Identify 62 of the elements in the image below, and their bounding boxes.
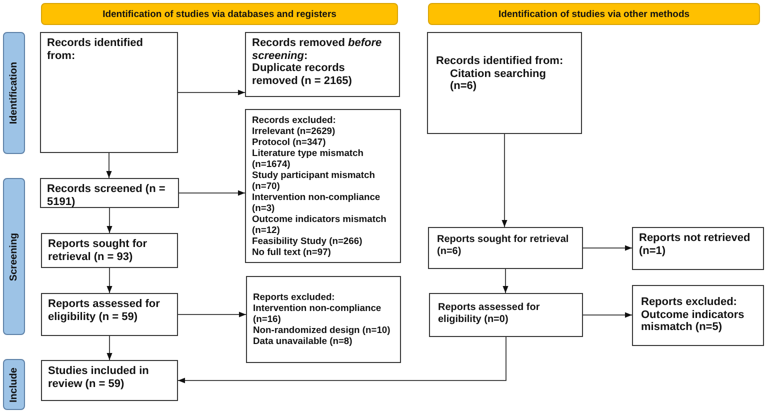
arrow xyxy=(582,245,632,251)
arrow xyxy=(502,268,508,294)
box-text: Literature type mismatch (n=1674) xyxy=(252,147,364,169)
flow-box xyxy=(41,360,178,401)
box-text: Records excluded: xyxy=(252,114,337,125)
box-text: Protocol (n=347) xyxy=(252,136,327,147)
flow-box xyxy=(245,32,400,97)
flow-box xyxy=(245,109,401,263)
box-text: Reports excluded: xyxy=(253,291,336,302)
box-text: Outcome indicators mismatch (n=5) xyxy=(641,308,746,334)
box-text: Non-randomized design (n=10) xyxy=(253,324,392,335)
flow-box xyxy=(429,293,583,337)
arrow xyxy=(502,134,508,228)
stage-label: Include xyxy=(8,367,20,402)
flow-box xyxy=(41,293,178,336)
arrow xyxy=(178,336,506,384)
stage-band xyxy=(3,32,25,154)
arrow xyxy=(582,312,632,318)
arrow xyxy=(106,336,112,360)
arrow xyxy=(178,312,246,318)
box-text: Duplicate records removed (n = 2165) xyxy=(252,62,353,87)
box-text: Studies included in review (n = 59) xyxy=(48,365,150,390)
arrow xyxy=(106,152,112,178)
box-text: Outcome indicators mismatch (n=12) xyxy=(252,213,388,235)
arrow xyxy=(178,90,246,96)
flow-box xyxy=(40,32,178,153)
box-text: Feasibility Study (n=266) xyxy=(252,235,364,246)
stage-label: Screening xyxy=(8,232,20,281)
stage-band xyxy=(3,178,25,335)
box-text: Reports excluded: xyxy=(641,296,738,308)
header-text: Identification of studies via other methods xyxy=(498,8,690,20)
box-text: Irrelevant (n=2629) xyxy=(252,125,336,136)
header-text: Identification of studies via databases and registers xyxy=(102,8,336,20)
box-text: Records identified from: xyxy=(436,55,564,68)
flow-box xyxy=(428,227,583,269)
box-text: Reports assessed for eligibility (n=0) xyxy=(438,302,541,326)
box-text: Reports sought for retrieval (n=6) xyxy=(437,234,570,258)
box-text: Reports assessed for eligibility (n = 59) xyxy=(48,298,161,323)
box-text: Data unavailable (n=8) xyxy=(253,335,354,346)
stage-label: Identification xyxy=(8,62,20,124)
stage-band xyxy=(3,359,25,410)
box-text: Records screened (n = 5191) xyxy=(47,183,166,208)
box-text: Records identified from: xyxy=(47,37,144,62)
box-text: Records removed before screening: xyxy=(252,37,383,62)
flow-box xyxy=(632,285,764,346)
flow-box xyxy=(41,233,178,268)
box-text: Intervention non-compliance (n=16) xyxy=(253,302,382,324)
phase-header xyxy=(41,3,398,25)
flow-box xyxy=(246,276,401,363)
box-text: Intervention non-compliance (n=3) xyxy=(252,191,382,213)
arrow xyxy=(178,190,246,196)
arrow xyxy=(106,268,112,294)
box-text: Citation searching (n=6) xyxy=(449,68,547,92)
phase-header xyxy=(428,3,760,25)
flow-box xyxy=(632,227,764,270)
arrow xyxy=(106,208,112,234)
flow-box xyxy=(40,178,179,208)
box-text: No full text (n=97) xyxy=(252,246,332,257)
box-text: Reports not retrieved (n=1) xyxy=(639,232,752,257)
box-text: Study participant mismatch (n=70) xyxy=(252,169,376,191)
box-text: Reports sought for retrieval (n = 93) xyxy=(48,238,148,263)
flow-box xyxy=(427,32,582,134)
